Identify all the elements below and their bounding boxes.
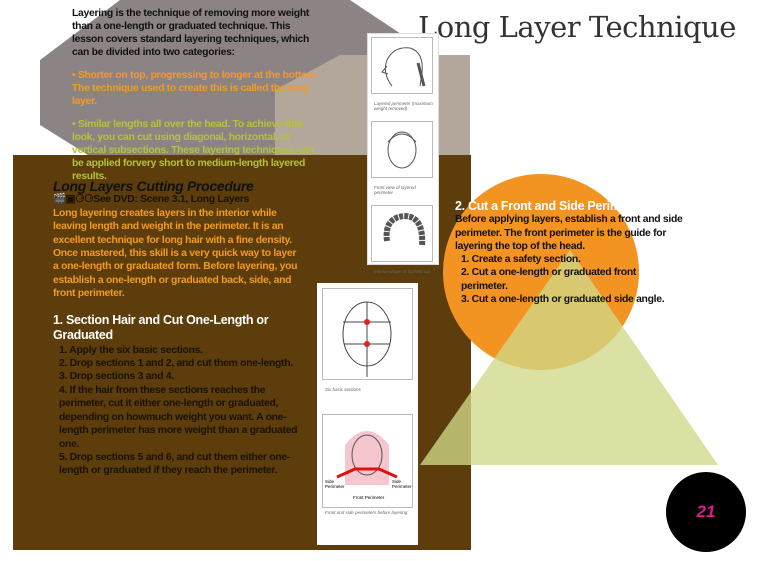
caption-5: Front and side perimeters before layerin… [325,510,408,515]
step-1-item: 5. Drop sections 5 and 6, and cut them e… [59,451,290,477]
dvd-label: See DVD: Scene 3.1, Long Layers [93,194,250,206]
film-icon: 🎬▣⚆⚆ [53,194,94,206]
interior-shape-figure [371,205,433,262]
front-perimeter-label: Front Perimeter [353,495,385,500]
procedure-body: Long layering creates layers in the inte… [53,207,298,300]
dvd-reference: 🎬▣⚆⚆See DVD: Scene 3.1, Long Layers [53,193,303,206]
procedure-section: Long Layers Cutting Procedure 🎬▣⚆⚆See DV… [53,178,303,478]
step-2-item: 1. Create a safety section. [461,254,581,266]
step-1-item: 4. If the hair from these sections reach… [59,384,298,450]
step-1-item: 2. Drop sections 1 and 2, and cut them o… [59,358,293,370]
step-1-heading: 1. Section Hair and Cut One-Length or Gr… [53,312,269,342]
perimeter-figure: Side Perimeter Side Perimeter Front Peri… [322,414,413,508]
caption-2: Front view of layered perimeter [374,185,416,195]
slide-title: Long Layer Technique [418,10,736,44]
step-1-item: 3. Drop sections 3 and 4. [59,371,174,383]
procedure-heading: Long Layers Cutting Procedure [53,178,254,194]
step-2-body: Before applying layers, establish a fron… [455,214,683,252]
figure-column-bottom: Six basic sections Side Perimeter Side P… [317,283,418,545]
intro-bullet-1: • Shorter on top, progressing to longer … [72,70,319,107]
green-triangle [420,250,718,465]
step-1-item: 1. Apply the six basic sections. [59,344,203,356]
intro-paragraph: Layering is the technique of removing mo… [72,8,310,58]
figure-column-top: Layered perimeter (maximum weight remove… [367,33,439,274]
intro-text: Layering is the technique of removing mo… [72,7,322,193]
caption-1: Layered perimeter (maximum weight remove… [374,101,433,111]
step-2: 2. Cut a Front and Side Perimeter Before… [455,199,685,306]
profile-figure [371,37,433,94]
six-sections-figure [322,288,413,380]
intro-bullet-2: • Similar lengths all over the head. To … [72,119,314,182]
caption-4: Six basic sections [325,387,361,392]
step-2-item: 2. Cut a one-length or graduated front p… [461,267,637,292]
caption-3: Interior shape of layered cut [374,269,430,274]
step-2-heading: 2. Cut a Front and Side Perimeter [455,199,643,213]
side-perimeter-left-label: Side Perimeter [325,479,345,489]
side-perimeter-right-label: Side Perimeter [392,479,412,489]
step-2-item: 3. Cut a one-length or graduated side an… [461,294,665,306]
step-1: 1. Section Hair and Cut One-Length or Gr… [53,313,303,478]
front-view-figure [371,121,433,178]
page-number: 21 [666,472,746,552]
